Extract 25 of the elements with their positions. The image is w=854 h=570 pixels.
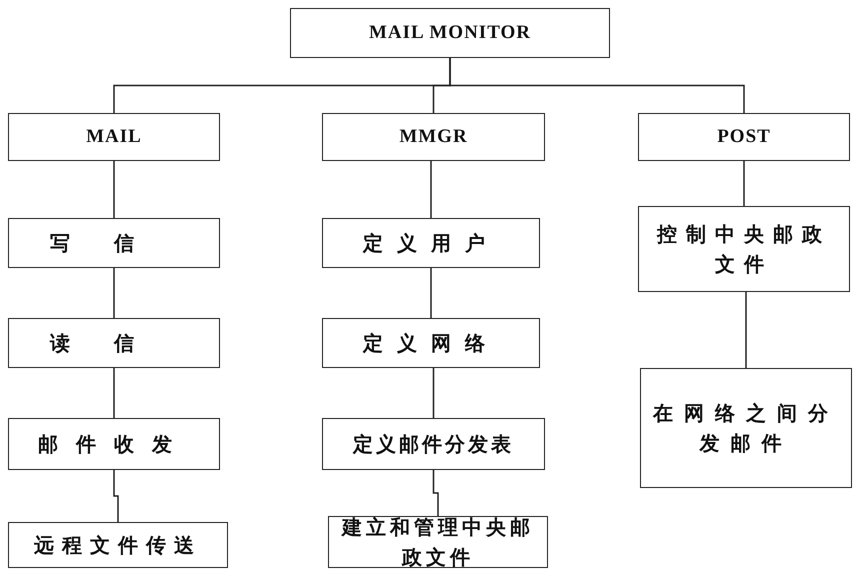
function-box: 读信	[8, 318, 220, 368]
function-box: 控制中央邮政文件	[638, 206, 850, 292]
root-box: MAIL MONITOR	[290, 8, 610, 58]
function-box: 邮件收发	[8, 418, 220, 470]
connector-line	[113, 470, 119, 522]
module-box: MAIL	[8, 113, 220, 161]
connector-line	[113, 161, 115, 218]
connector-line	[743, 161, 745, 206]
function-box: 写信	[8, 218, 220, 268]
module-box: POST	[638, 113, 850, 161]
connector-line	[432, 470, 439, 516]
connector-line	[113, 268, 115, 318]
connector-line	[432, 368, 434, 418]
function-box: 定义邮件分发表	[322, 418, 545, 470]
connector-line	[449, 58, 745, 113]
connector-line	[430, 268, 432, 318]
function-box: 定义网络	[322, 318, 540, 368]
module-box: MMGR	[322, 113, 545, 161]
function-box: 在网络之间分发邮件	[640, 368, 852, 488]
connector-line	[113, 368, 115, 418]
function-box: 远程文件传送	[8, 522, 228, 568]
connector-line	[430, 161, 432, 218]
function-box: 建立和管理中央邮政文件	[328, 516, 548, 568]
function-box: 定义用户	[322, 218, 540, 268]
connector-line	[745, 292, 747, 368]
